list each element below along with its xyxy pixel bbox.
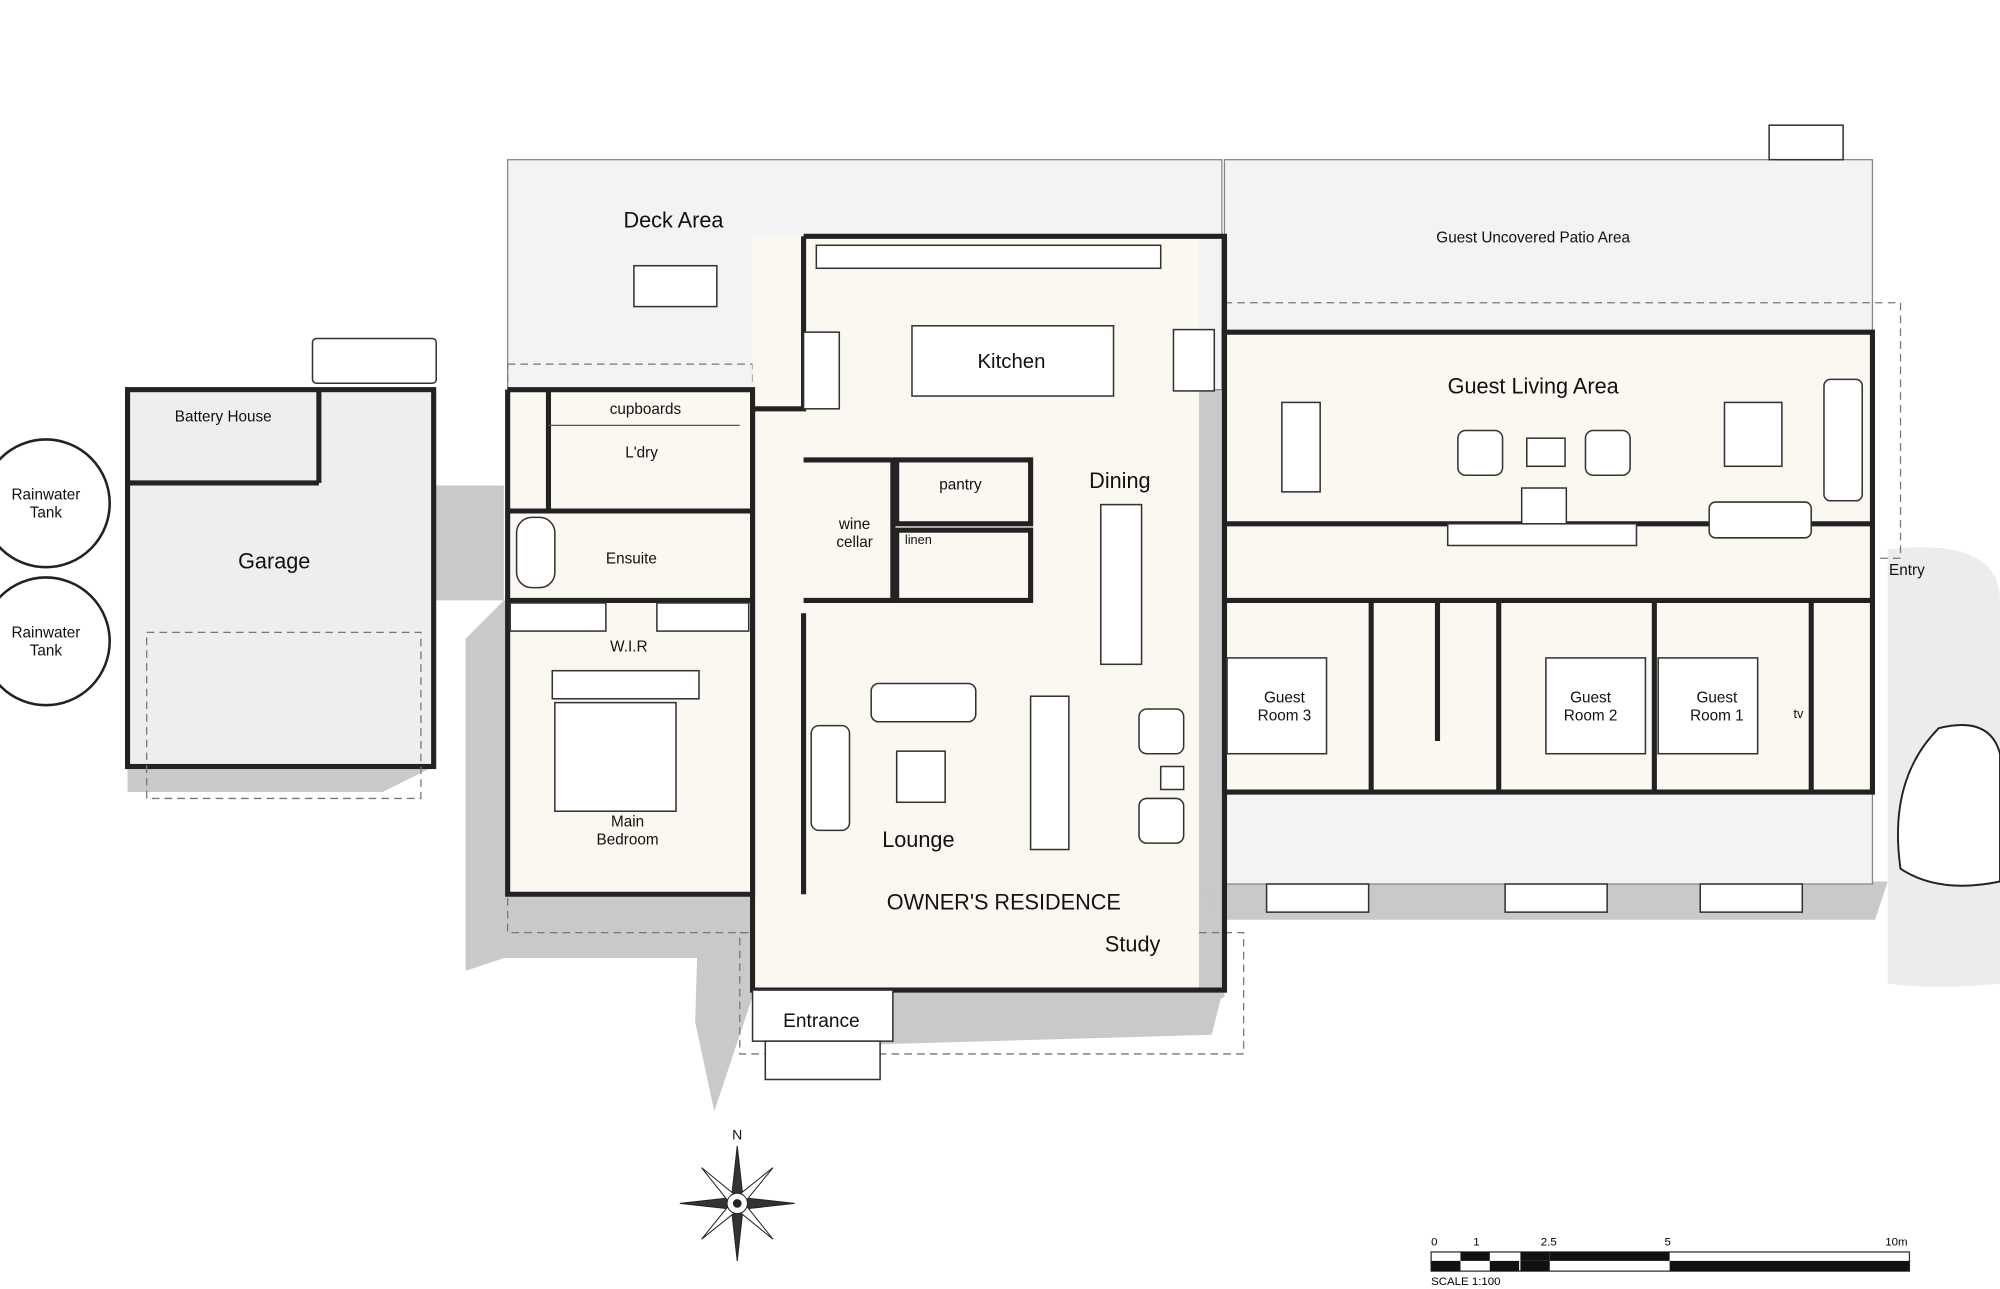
bed <box>554 701 677 812</box>
label-guest-patio: Guest Uncovered Patio Area <box>1436 230 1630 247</box>
label-study: Study <box>1105 932 1161 957</box>
tank-label-2: Rainwater <box>12 624 81 641</box>
label-room-2: Room 2 <box>1564 708 1618 725</box>
label-battery-house: Battery House <box>175 409 272 426</box>
scale-tick-2-5: 2.5 <box>1541 1237 1557 1249</box>
rainwater-tank <box>0 576 111 707</box>
label-cupboards: cupboards <box>610 401 682 418</box>
label-dining: Dining <box>1089 468 1150 493</box>
scale-tick-10m: 10m <box>1885 1237 1907 1249</box>
kitchen-island <box>911 324 1115 397</box>
label-linen: linen <box>905 532 932 547</box>
label-deck-area: Deck Area <box>623 207 724 232</box>
label-guest-room-3: Guest <box>1264 690 1306 707</box>
label-lounge: Lounge <box>882 827 954 852</box>
dining-table <box>1100 503 1143 666</box>
label-guest-room-1: Guest <box>1696 690 1738 707</box>
rainwater-tank <box>0 438 111 569</box>
scale-bar: 0 1 2.5 5 10m SCALE 1:100 <box>1430 1237 1911 1288</box>
label-kitchen: Kitchen <box>977 351 1045 373</box>
label-pantry: pantry <box>939 476 982 493</box>
garage <box>125 387 437 770</box>
tank-label-1b: Tank <box>30 504 63 521</box>
label-ensuite: Ensuite <box>606 550 657 567</box>
label-bedroom: Bedroom <box>597 831 659 848</box>
tank-label-1: Rainwater <box>12 486 81 503</box>
compass-rose: N <box>679 1127 795 1261</box>
scale-tick-1: 1 <box>1473 1237 1479 1249</box>
label-guest-living: Guest Living Area <box>1448 373 1620 398</box>
scale-tick-5: 5 <box>1665 1237 1671 1249</box>
room-labels: Deck Area Guest Uncovered Patio Area Kit… <box>12 207 1926 1032</box>
scale-tick-0: 0 <box>1431 1237 1437 1249</box>
label-entry: Entry <box>1889 562 1925 579</box>
label-garage: Garage <box>238 548 310 573</box>
label-wir: W.I.R <box>610 639 647 656</box>
label-room-3: Room 3 <box>1258 708 1312 725</box>
plan-title: OWNER'S RESIDENCE <box>887 890 1121 915</box>
label-entrance: Entrance <box>783 1011 859 1032</box>
label-room-1: Room 1 <box>1690 708 1744 725</box>
label-tv: tv <box>1794 706 1805 721</box>
label-laundry: L'dry <box>625 444 658 461</box>
tank-label-2b: Tank <box>30 642 63 659</box>
scale-caption: SCALE 1:100 <box>1431 1276 1500 1288</box>
compass-north-label: N <box>732 1127 742 1143</box>
label-guest-room-2: Guest <box>1570 690 1612 707</box>
guest-front-deck <box>1223 791 1874 885</box>
label-cellar: cellar <box>836 534 873 551</box>
label-wine: wine <box>838 516 870 533</box>
label-main: Main <box>611 814 644 831</box>
